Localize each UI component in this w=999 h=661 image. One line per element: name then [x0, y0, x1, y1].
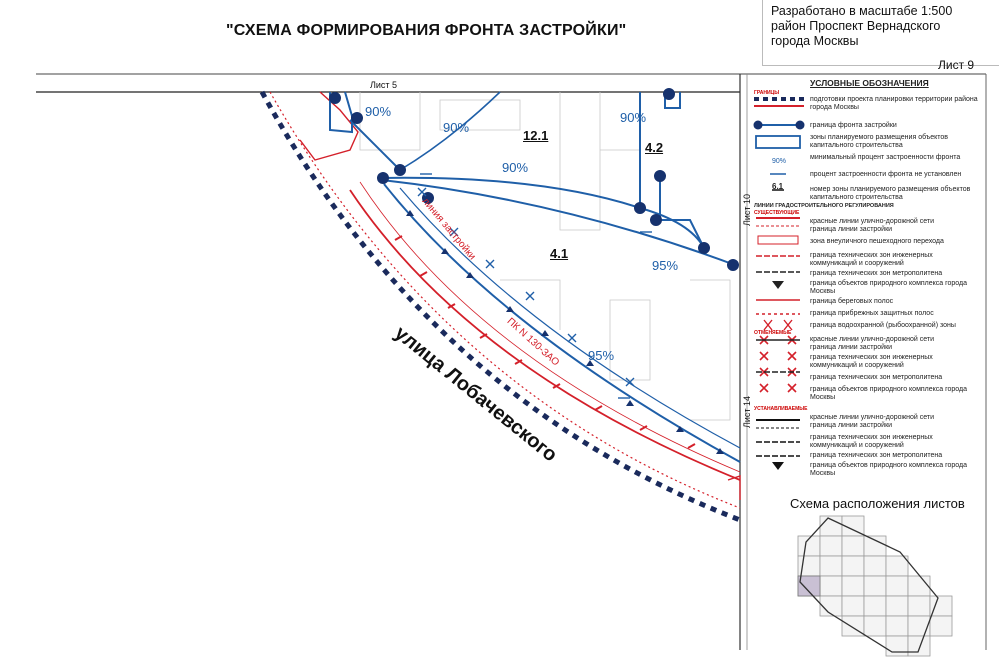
- legend-item: граница водоохранной (рыбоохранной) зоны: [810, 322, 956, 329]
- sheet-ref-top: Лист 5: [370, 80, 398, 90]
- percent-label: 95%: [652, 258, 679, 273]
- legend-symbols: [753, 97, 805, 470]
- legend-section-existing: СУЩЕСТВУЮЩИЕ: [754, 210, 800, 216]
- legend-title: УСЛОВНЫЕ ОБОЗНАЧЕНИЯ: [810, 78, 929, 88]
- percent-label: 95%: [588, 348, 615, 363]
- legend: УСЛОВНЫЕ ОБОЗНАЧЕНИЯ ГРАНИЦЫ подготовки …: [750, 76, 980, 656]
- title-stamp: Разработано в масштабе 1:500 район Просп…: [762, 0, 999, 66]
- legend-item: красные линии улично-дорожной сети: [810, 414, 935, 421]
- sheet-layout-scheme: [797, 515, 953, 657]
- legend-item: граница объектов природного комплекса го…: [810, 386, 968, 401]
- legend-item: граница технических зон инженерных комму…: [810, 252, 933, 267]
- percent-label: 90%: [365, 104, 392, 119]
- sheet-scheme-title: Схема расположения листов: [790, 496, 965, 511]
- building-front-lines: [329, 91, 741, 463]
- legend-item: граница технических зон метрополитена: [810, 452, 943, 459]
- legend-section-established: УСТАНАВЛИВАЕМЫЕ: [754, 406, 808, 412]
- stamp-district: район Проспект Вернадского: [771, 19, 941, 33]
- legend-item: красные линии улично-дорожной сети: [810, 218, 935, 225]
- legend-item: граница фронта застройки: [810, 122, 897, 129]
- legend-item: граница линии застройки: [810, 226, 893, 233]
- sheet-number: Лист 9: [938, 58, 975, 72]
- legend-section-borders: ГРАНИЦЫ: [754, 90, 780, 96]
- legend-item: красные линии улично-дорожной сети: [810, 336, 935, 343]
- legend-item: зона внеуличного пешеходного перехода: [810, 238, 944, 245]
- legend-item: граница линии застройки: [810, 344, 893, 351]
- legend-item: зоны планируемого размещения объектов ка…: [810, 134, 949, 149]
- stamp-scale: Разработано в масштабе 1:500: [771, 4, 953, 18]
- zone-label-12-1: 12.1: [523, 128, 549, 143]
- legend-section-regulation: ЛИНИИ ГРАДОСТРОИТЕЛЬНОГО РЕГУЛИРОВАНИЯ: [754, 203, 894, 209]
- legend-item: граница объектов природного комплекса го…: [810, 280, 968, 295]
- stamp-city: города Москвы: [771, 34, 859, 48]
- legend-item: процент застроенности фронта не установл…: [810, 171, 962, 178]
- legend-item: граница линии застройки: [810, 422, 893, 429]
- legend-item: граница объектов природного комплекса го…: [810, 462, 968, 477]
- legend-percent-sample: 90%: [772, 158, 787, 165]
- legend-section-cancelled: ОТМЕНЯЕМЫЕ: [754, 330, 792, 336]
- legend-item: граница технических зон метрополитена: [810, 374, 943, 381]
- percent-label: 90%: [443, 120, 470, 135]
- zone-label-4-1: 4.1: [550, 246, 569, 261]
- legend-item: минимальный процент застроенности фронта: [810, 154, 961, 161]
- percent-label: 90%: [620, 110, 647, 125]
- percent-label: 90%: [502, 160, 529, 175]
- legend-zone-sample: 6.1: [772, 182, 784, 191]
- legend-item: граница береговых полос: [810, 298, 894, 305]
- legend-item: граница технических зон инженерных комму…: [810, 434, 933, 449]
- page-title: "СХЕМА ФОРМИРОВАНИЯ ФРОНТА ЗАСТРОЙКИ": [226, 22, 627, 39]
- current-sheet-highlight: [797, 575, 821, 597]
- zone-label-4-2: 4.2: [645, 140, 664, 155]
- red-line-street: [349, 189, 741, 481]
- district-boundary: [259, 90, 741, 523]
- legend-item: граница прибрежных защитных полос: [810, 310, 934, 317]
- legend-item: граница технических зон метрополитена: [810, 270, 943, 277]
- legend-item: граница технических зон инженерных комму…: [810, 354, 933, 369]
- legend-item: номер зоны планируемого размещения объек…: [810, 186, 971, 201]
- legend-item: подготовки проекта планировки территории…: [810, 96, 978, 111]
- front-boundary-markers: [329, 88, 739, 271]
- background-buildings: [359, 92, 731, 421]
